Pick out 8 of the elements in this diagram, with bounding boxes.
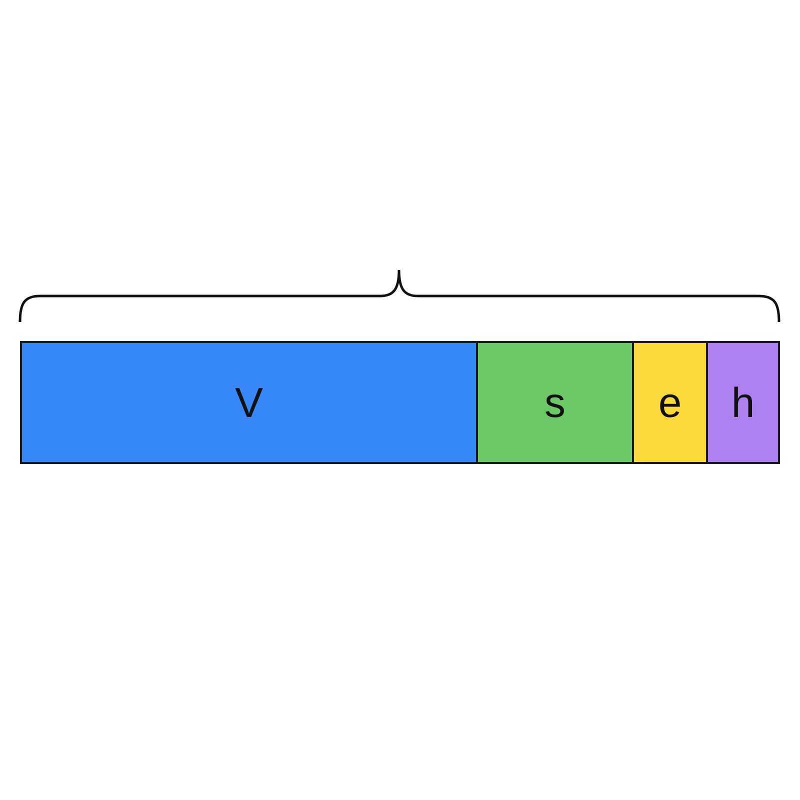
- bar-segment: [632, 341, 708, 464]
- bar-segment: [476, 341, 634, 464]
- bar-segment: [20, 341, 478, 464]
- segment-label: s: [544, 382, 566, 424]
- segment-label: h: [731, 382, 755, 424]
- segment-label: e: [658, 382, 682, 424]
- bar-segment: [706, 341, 780, 464]
- segment-label: V: [234, 382, 263, 424]
